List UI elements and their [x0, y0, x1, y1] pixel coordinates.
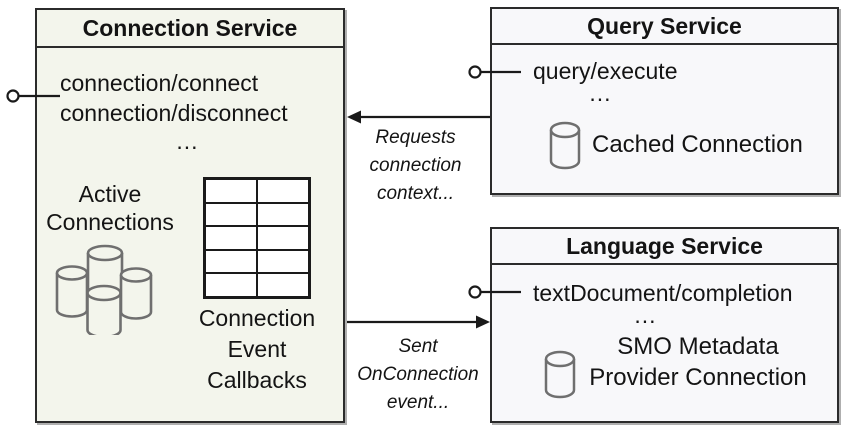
database-icon	[544, 350, 576, 399]
connection-service-title: Connection Service	[37, 10, 343, 48]
connection-service-box: Connection Service connection/connect co…	[35, 8, 345, 423]
endpoint-query-execute: query/execute	[533, 58, 678, 84]
endpoint-textdocument-completion: textDocument/completion	[533, 280, 793, 306]
database-icon	[549, 121, 581, 170]
table-cell	[205, 249, 257, 274]
table-cell	[257, 179, 309, 203]
requests-connection-label: Requests connection context...	[369, 127, 462, 204]
endpoint-connection-disconnect: connection/disconnect	[60, 100, 288, 126]
table-cell	[205, 179, 257, 203]
onconnection-event-label: Sent OnConnection event...	[357, 336, 479, 413]
table-cell	[205, 226, 257, 250]
smo-metadata-provider-label: SMO Metadata Provider Connection	[589, 333, 807, 391]
table-cell	[205, 202, 257, 227]
language-service-box: Language Service textDocument/completion…	[490, 227, 839, 423]
onconnection-event-arrow	[347, 315, 490, 329]
table-cell	[205, 273, 257, 297]
table-cell	[257, 249, 309, 274]
query-service-box: Query Service query/execute ... Cached C…	[490, 7, 839, 195]
table-cell	[257, 226, 309, 250]
cached-connection-label: Cached Connection	[592, 131, 803, 158]
database-cluster-icon	[55, 244, 153, 335]
requests-connection-arrow	[347, 110, 490, 124]
callback-table	[203, 177, 311, 299]
table-cell	[257, 273, 309, 297]
endpoint-connection-connect: connection/connect	[60, 70, 259, 96]
query-service-title: Query Service	[492, 9, 837, 45]
endpoints-ellipsis: ...	[634, 302, 657, 328]
table-cell	[257, 202, 309, 227]
endpoints-ellipsis: ...	[176, 128, 199, 154]
active-connections-label: Active Connections	[46, 181, 174, 235]
language-service-title: Language Service	[492, 229, 837, 265]
callbacks-label: Connection Event Callbacks	[198, 305, 316, 393]
endpoints-ellipsis: ...	[589, 80, 612, 106]
